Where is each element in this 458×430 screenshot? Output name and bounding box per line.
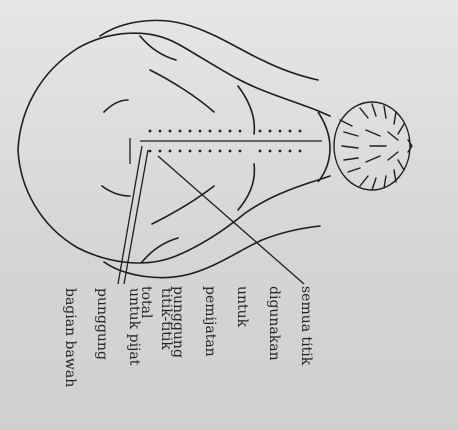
left-arm-outline [100,20,318,80]
caption-all-line-2: digunakan [266,286,282,426]
caption-lower-line-4: bagian bawah [62,288,78,430]
caption-all-line-4: pemijatan [202,286,218,426]
caption-lower-line-3: punggung [94,288,110,430]
scapula-left [238,86,254,134]
caption-lower-back-points: titik-titik untuk pijat punggung bagian … [46,288,190,430]
caption-lower-line-2: untuk pijat [126,288,142,430]
body-outline [18,33,330,263]
shoulder-line-lower [152,186,214,224]
shoulder-line-upper [150,70,214,112]
caption-all-line-1: semua titik [298,286,314,426]
points-row-lower [149,150,302,153]
leader-lower-points-2 [124,150,148,284]
neck-outline [318,112,330,182]
lower-back-crease [102,186,130,196]
points-row-upper [149,130,302,133]
arm-crease-lower [142,238,178,262]
caption-lower-line-1: titik-titik [158,288,174,430]
head-hair [334,102,412,190]
leader-all-points [158,156,304,284]
spine-hint [104,100,128,112]
caption-all-line-3: untuk [234,286,250,426]
scapula-right [238,164,254,210]
